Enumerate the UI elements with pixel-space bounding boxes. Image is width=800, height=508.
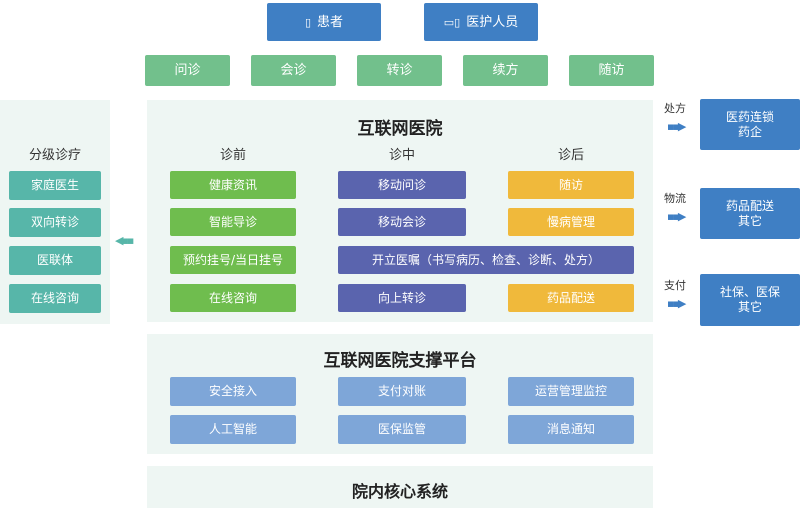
right-label-payment: 支付 [664, 279, 686, 292]
tiered-item[interactable]: 医联体 [9, 246, 101, 275]
service-consultation[interactable]: 问诊 [145, 55, 230, 86]
tiered-item-label: 家庭医生 [30, 178, 79, 192]
drug-delivery-box[interactable]: 药品配送 其它 [700, 188, 800, 239]
in-visit-item-wide[interactable]: 开立医嘱（书写病历、检查、诊断、处方） [338, 246, 634, 274]
item-label: 移动会诊 [377, 214, 426, 229]
item-label: 智能导诊 [208, 214, 257, 229]
medical-staff-box[interactable]: ▭▯ 医护人员 [424, 3, 538, 41]
laptop-icon: ▭▯ [443, 15, 461, 29]
service-label: 转诊 [386, 63, 413, 78]
right-box-label: 医药连锁 药企 [725, 109, 774, 139]
service-follow-up[interactable]: 随访 [569, 55, 654, 86]
item-label: 向上转诊 [377, 290, 426, 305]
tiered-item[interactable]: 家庭医生 [9, 171, 101, 200]
right-label-prescription: 处方 [664, 102, 686, 115]
item-label: 慢病管理 [546, 214, 595, 229]
item-label: 人工智能 [208, 422, 257, 436]
item-label: 健康资讯 [208, 177, 257, 192]
platform-item[interactable]: 医保监管 [338, 415, 466, 444]
pre-visit-item[interactable]: 健康资讯 [170, 171, 296, 199]
in-visit-item[interactable]: 移动问诊 [338, 171, 466, 199]
tiered-item[interactable]: 在线咨询 [9, 284, 101, 313]
right-label-logistics: 物流 [664, 192, 686, 205]
tiered-item-label: 医联体 [36, 253, 73, 267]
core-system-title: 院内核心系统 [351, 482, 448, 501]
internet-hospital-title: 互联网医院 [357, 119, 443, 139]
post-visit-item[interactable]: 随访 [508, 171, 634, 199]
support-platform-title: 互联网医院支撑平台 [323, 351, 477, 371]
mobile-phone-icon: ▯ [304, 15, 312, 29]
column-in-visit: 诊中 [388, 148, 415, 163]
item-label: 在线咨询 [208, 290, 257, 305]
item-label: 开立医嘱（书写病历、检查、诊断、处方） [371, 252, 600, 267]
item-label: 运营管理监控 [534, 384, 607, 398]
pre-visit-item[interactable]: 预约挂号/当日挂号 [170, 246, 296, 274]
patient-box[interactable]: ▯ 患者 [267, 3, 381, 41]
service-joint-consultation[interactable]: 会诊 [251, 55, 336, 86]
item-label: 支付对账 [377, 384, 426, 398]
item-label: 移动问诊 [377, 177, 426, 192]
item-label: 预约挂号/当日挂号 [182, 252, 284, 267]
in-visit-item[interactable]: 移动会诊 [338, 208, 466, 236]
right-arrow-icon: ▪▪▶ [667, 210, 686, 223]
tiered-care-title: 分级诊疗 [28, 148, 81, 163]
item-label: 随访 [558, 177, 583, 192]
item-label: 安全接入 [208, 384, 257, 398]
column-pre-visit: 诊前 [219, 148, 246, 163]
right-arrow-icon: ▪▪▶ [667, 120, 686, 133]
tiered-item-label: 在线咨询 [30, 291, 79, 305]
core-system-panel [147, 466, 653, 508]
pharma-chain-box[interactable]: 医药连锁 药企 [700, 99, 800, 150]
platform-item[interactable]: 消息通知 [508, 415, 634, 444]
service-referral[interactable]: 转诊 [357, 55, 442, 86]
tiered-item[interactable]: 双向转诊 [9, 208, 101, 237]
service-label: 随访 [598, 63, 625, 78]
pre-visit-item[interactable]: 智能导诊 [170, 208, 296, 236]
post-visit-item[interactable]: 慢病管理 [508, 208, 634, 236]
item-label: 药品配送 [546, 290, 595, 305]
right-box-label: 社保、医保 其它 [719, 285, 780, 314]
platform-item[interactable]: 运营管理监控 [508, 377, 634, 406]
service-label: 会诊 [280, 63, 307, 78]
patient-label: 患者 [317, 14, 344, 30]
in-visit-item[interactable]: 向上转诊 [338, 284, 466, 312]
service-renew-prescription[interactable]: 续方 [463, 55, 548, 86]
column-post-visit: 诊后 [557, 148, 584, 163]
platform-item[interactable]: 人工智能 [170, 415, 296, 444]
tiered-item-label: 双向转诊 [30, 215, 79, 229]
item-label: 医保监管 [377, 422, 426, 436]
post-visit-item[interactable]: 药品配送 [508, 284, 634, 312]
item-label: 消息通知 [546, 422, 595, 436]
right-arrow-icon: ▪▪▶ [667, 297, 686, 310]
platform-item[interactable]: 安全接入 [170, 377, 296, 406]
platform-item[interactable]: 支付对账 [338, 377, 466, 406]
medical-staff-label: 医护人员 [466, 14, 519, 30]
left-arrow-icon: ◀▪▪ [115, 234, 134, 247]
right-box-label: 药品配送 其它 [725, 198, 774, 228]
social-insurance-box[interactable]: 社保、医保 其它 [700, 274, 800, 326]
service-label: 问诊 [174, 63, 201, 78]
pre-visit-item[interactable]: 在线咨询 [170, 284, 296, 312]
service-label: 续方 [492, 63, 519, 78]
